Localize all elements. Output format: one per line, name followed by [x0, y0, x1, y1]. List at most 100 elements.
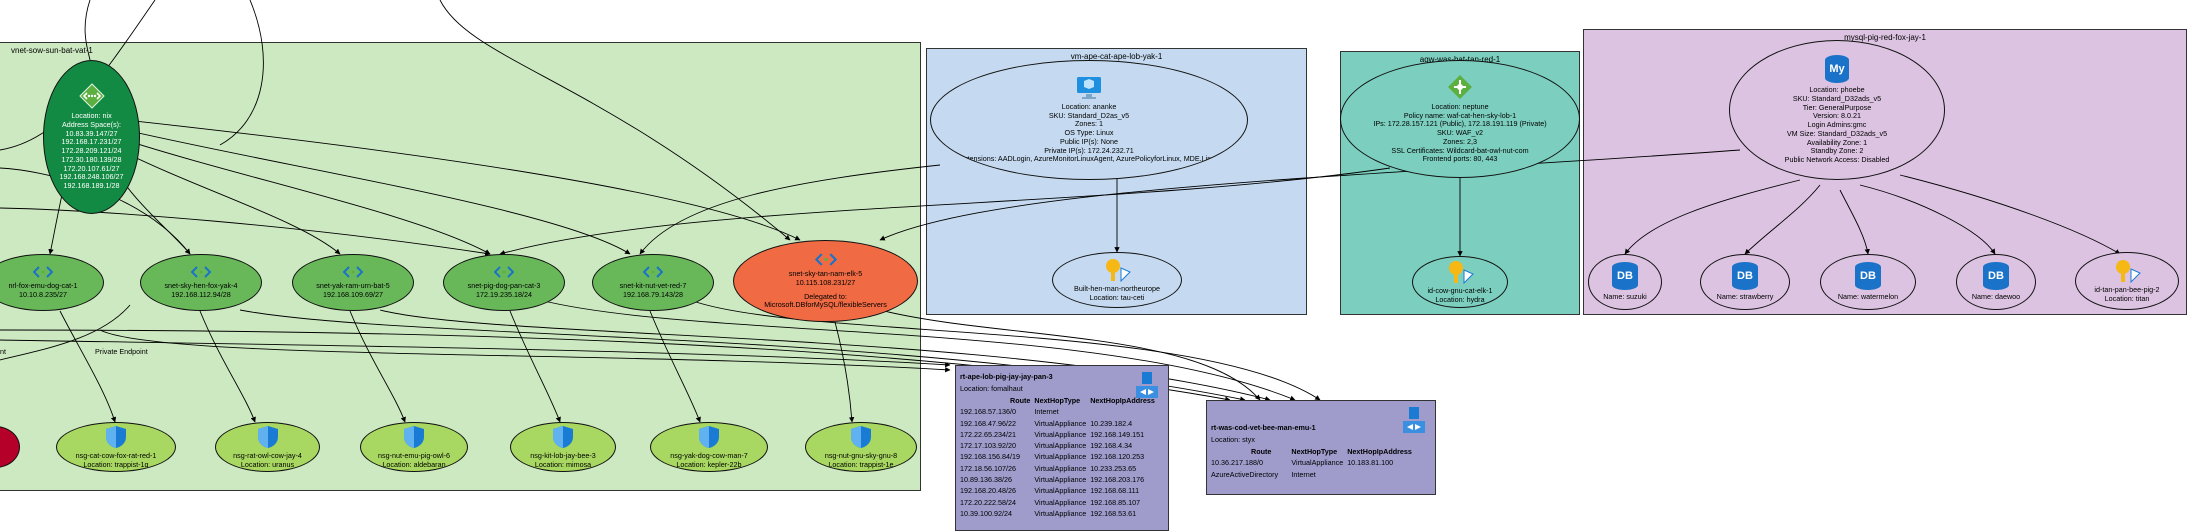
edge-subnet-nsg-2 [199, 310, 256, 423]
database-name: Name: daewoo [1971, 292, 2021, 302]
edge-label-private-endpoint: Private Endpoint [95, 347, 148, 356]
nsg-location: Location: trappist-1g [83, 459, 149, 469]
column-header: NextHopIpAddress [1347, 447, 1412, 456]
subnet-icon [191, 266, 211, 278]
database-icon: DB [1855, 262, 1881, 291]
vnet-node[interactable]: Location: nix Address Space(s): 10.83.39… [43, 60, 140, 214]
subnet-name: snet-yak-ram-urn-bat-5 [316, 281, 390, 291]
edge-top-1 [84, 0, 91, 61]
edge-subnet-nsg-6 [834, 321, 855, 423]
nsg-node[interactable]: nsg-cat-cow-fox-rat-red-1 Location: trap… [56, 422, 176, 472]
edge-left-rt [0, 339, 951, 368]
virtual-network-icon [78, 83, 105, 109]
mysql-line: Location: phoebe [1809, 84, 1865, 94]
mysql-id-line: id-tan-pan-bee-pig-2 [2094, 284, 2160, 294]
subnet-prefix: 192.168.109.69/27 [323, 290, 383, 299]
agw-keyvault-node[interactable]: id-cow-gnu-cat-elk-1 Location: hydra [1412, 256, 1508, 308]
delegated-subnet-name: snet-sky-tan-nam-elk-5 [788, 268, 863, 278]
agw-kv-line: id-cow-gnu-cat-elk-1 [1427, 285, 1493, 295]
vnet-line: Location: nix [71, 110, 112, 120]
agw-node[interactable]: Location: neptune Policy name: waf-cat-h… [1340, 60, 1580, 178]
nsg-location: Location: aldebaran [382, 459, 446, 469]
edge-subnet-nsg-5 [649, 310, 701, 423]
vm-keyvault-node[interactable]: Built-hen-man-northeurope Location: tau-… [1052, 252, 1182, 308]
delegated-subnet-node[interactable]: snet-sky-tan-nam-elk-5 10.115.108.231/27… [733, 240, 918, 322]
mysql-line: VM Size: Standard_D32ads_v5 [1786, 128, 1888, 138]
database-node[interactable]: DB Name: daewoo [1956, 254, 2036, 310]
subnet-prefix: 10.10.8.235/27 [19, 290, 67, 299]
agw-line: Zones: 2,3 [1443, 136, 1477, 146]
mysql-line: SKU: Standard_D32ads_v5 [1792, 93, 1882, 103]
nsg-node[interactable]: nsg-nut-gnu-sky-gnu-8 Location: trappist… [805, 422, 917, 472]
mysql-node[interactable]: My Location: phoebe SKU: Standard_D32ads… [1729, 40, 1945, 180]
vm-line: OS Type: Linux [1064, 128, 1114, 138]
nsg-node[interactable]: nsg-kit-lob-jay-bee-3 Location: mimosa [510, 422, 616, 472]
nsg-node[interactable]: nsg-yak-dog-cow-man-7 Location: kepler-2… [650, 422, 768, 472]
subnet-name: snet-kit-nut-vet-red-7 [619, 281, 687, 291]
mysql-cluster-title: mysql-pig-red-fox-jay-1 [1844, 33, 1926, 42]
mysql-icon: My [1825, 54, 1849, 83]
vm-line: SKU: Standard_D2as_v5 [1048, 110, 1130, 120]
vm-node[interactable]: Location: ananke SKU: Standard_D2as_v5 Z… [930, 60, 1248, 180]
vm-line: Private IP(s): 172.24.232.71 [1044, 145, 1134, 155]
agw-line: Frontend ports: 80, 443 [1422, 154, 1498, 164]
subnet-node[interactable]: snet-sky-hen-fox-yak-4 192.168.112.94/28 [140, 254, 262, 311]
edge-mysql-db-3 [1839, 189, 1870, 255]
edge-subnet-nsg-3 [349, 310, 406, 423]
vm-cluster-title: vm-ape-cat-ape-lob-yak-1 [1070, 52, 1163, 61]
route-table-title: rt-ape-lob-pig-jay-jay-pan-3 [960, 372, 1053, 381]
nsg-node[interactable]: nsg-rat-owl-cow-jay-4 Location: uranus [215, 422, 320, 472]
subnet-node[interactable]: nrl-fox-emu-dog-cat-1 10.10.8.235/27 [0, 254, 104, 311]
nsg-location: Location: kepler-22b [676, 459, 742, 469]
database-icon: DB [1612, 262, 1638, 291]
edge-mysql-id [1899, 174, 2121, 255]
shield-icon [699, 425, 719, 448]
edge-subnet-rt-5 [689, 299, 1321, 401]
subnet-node[interactable]: snet-kit-nut-vet-red-7 192.168.79.143/28 [592, 254, 714, 311]
database-node[interactable]: DB Name: watermelon [1820, 254, 1916, 310]
database-name: Name: strawberry [1716, 292, 1774, 302]
application-gateway-icon [1448, 74, 1472, 99]
database-node[interactable]: DB Name: strawberry [1700, 254, 1790, 310]
agw-line: SKU: WAF_v2 [1436, 128, 1484, 138]
nsg-node[interactable]: nsg-nut-emu-pig-owl-6 Location: aldebara… [360, 422, 468, 472]
subnet-node[interactable]: snet-pig-dog-pan-cat-3 172.19.235.18/24 [443, 254, 565, 311]
nsg-name: nsg-nut-emu-pig-owl-6 [378, 450, 450, 460]
subnet-prefix: 192.168.112.94/28 [171, 290, 231, 299]
mysql-line: Availability Zone: 1 [1806, 137, 1868, 147]
agw-kv-line: Location: hydra [1435, 294, 1485, 304]
nsg-name: nsg-rat-owl-cow-jay-4 [233, 450, 302, 460]
subnet-icon [814, 253, 837, 266]
route-table-icon [1403, 407, 1425, 433]
subnet-node[interactable]: snet-yak-ram-urn-bat-5 192.168.109.69/27 [292, 254, 414, 311]
edge-vm-subnet [639, 164, 941, 255]
edge-mysql-db-1 [1624, 179, 1801, 255]
route-table-1[interactable]: rt-ape-lob-pig-jay-jay-pan-3 Location: f… [955, 365, 1169, 531]
agw-line: SSL Certificates: Wildcard-bat-owl-nut-c… [1391, 145, 1529, 155]
edge-mysql-db-4 [1859, 184, 1996, 255]
database-node[interactable]: DB Name: suzuki [1588, 254, 1662, 310]
subnet-name: snet-pig-dog-pan-cat-3 [467, 281, 541, 291]
mysql-id-line: Location: titan [2104, 293, 2150, 303]
edge-label-partial: nt [0, 347, 6, 356]
nsg-name: nsg-cat-cow-fox-rat-red-1 [75, 450, 157, 460]
vnet-line: Address Space(s): [61, 119, 122, 129]
database-icon: DB [1983, 262, 2009, 291]
edge-private-endpoint [0, 304, 131, 361]
nsg-location: Location: mimosa [534, 459, 592, 469]
route-table-2[interactable]: rt-was-cod-vet-bee-man-emu-1 Location: s… [1206, 400, 1436, 495]
edge-subnet-rt-4 [539, 299, 1296, 401]
edge-subnet-rt-6 [879, 309, 1261, 401]
mysql-identity-node[interactable]: id-tan-pan-bee-pig-2 Location: titan [2075, 252, 2179, 310]
edge-mysql-db-2 [1744, 184, 1821, 255]
delegated-subnet-prefix: 10.115.108.231/27 [795, 277, 856, 287]
subnet-prefix: 172.19.235.18/24 [476, 290, 532, 299]
edge-mysql-subnet [879, 149, 1741, 241]
